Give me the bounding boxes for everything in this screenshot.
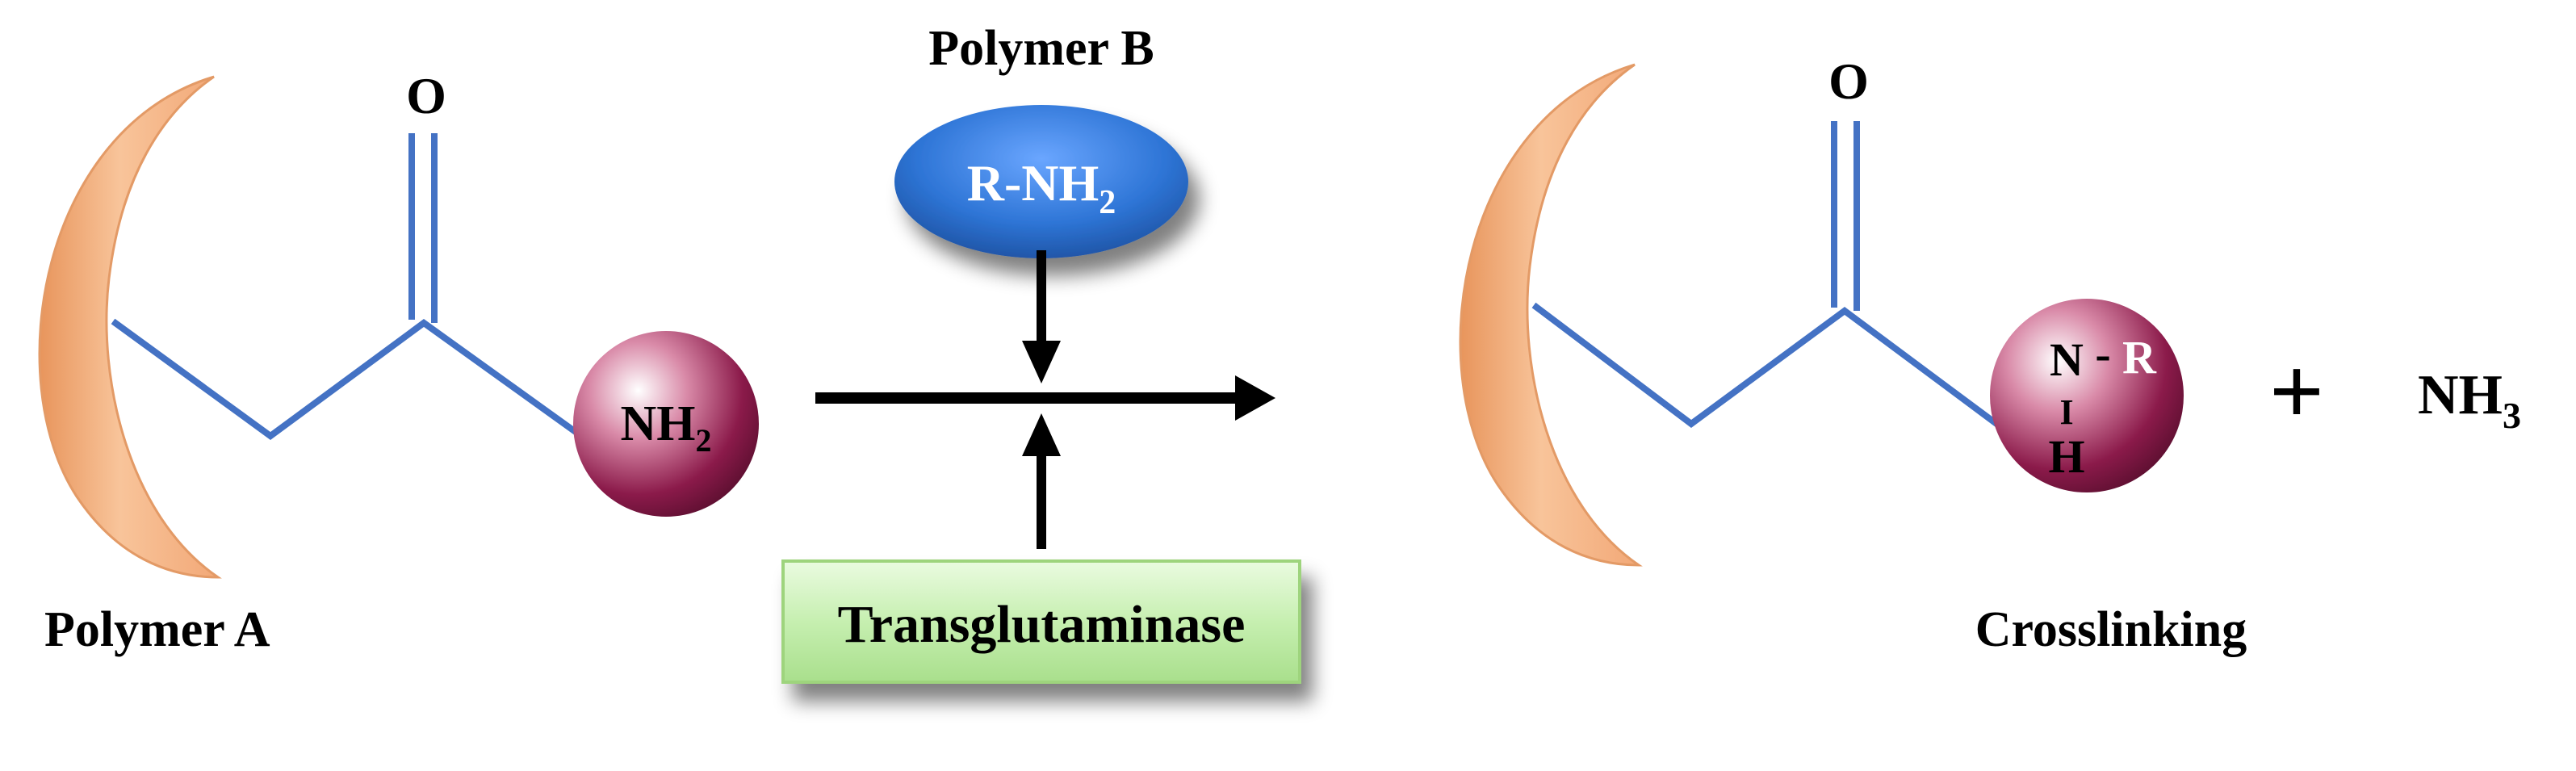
enzyme-label: Transglutaminase xyxy=(838,595,1246,654)
reaction-conditions: Polymer B R-NH2 Transglutaminase xyxy=(781,21,1301,684)
plus-sign: + xyxy=(2269,337,2324,445)
byproduct: + NH3 xyxy=(2269,337,2521,445)
down-arrow-head xyxy=(1022,341,1061,383)
polymer-a-structure: O NH2 Polymer A xyxy=(38,67,759,657)
crosslinked-r: R xyxy=(2122,331,2157,383)
main-reaction-arrow-head xyxy=(1235,375,1275,421)
up-arrow-head xyxy=(1022,413,1061,456)
crosslinked-structure: O N - R I H Crosslinking xyxy=(1459,52,2247,657)
polymer-a-crescent xyxy=(38,75,222,579)
polymer-b-formula: R-NH2 xyxy=(967,154,1116,221)
crosslinked-oxygen: O xyxy=(1828,52,1869,110)
polymer-a-oxygen: O xyxy=(406,67,446,124)
crosslinking-label: Crosslinking xyxy=(1975,602,2247,657)
crosslinked-h: H xyxy=(2048,430,2084,483)
crosslinked-n: N xyxy=(2050,333,2084,386)
polymer-a-amine-sphere xyxy=(573,331,759,517)
crosslinked-crescent xyxy=(1459,63,1643,567)
polymer-a-chain xyxy=(111,318,584,440)
polymer-b-ellipse xyxy=(894,105,1188,258)
polymer-a-label: Polymer A xyxy=(44,602,270,657)
enzyme-box xyxy=(781,559,1301,684)
crosslinked-chain xyxy=(1531,302,2004,431)
crosslinked-amide-sphere xyxy=(1990,299,2184,492)
crosslinked-dash: - xyxy=(2095,328,2110,380)
polymer-a-amine-label: NH2 xyxy=(621,396,712,459)
polymer-b-label: Polymer B xyxy=(928,21,1154,76)
ammonia-label: NH3 xyxy=(2418,364,2521,436)
crosslinked-nh-bond: I xyxy=(2059,392,2073,432)
